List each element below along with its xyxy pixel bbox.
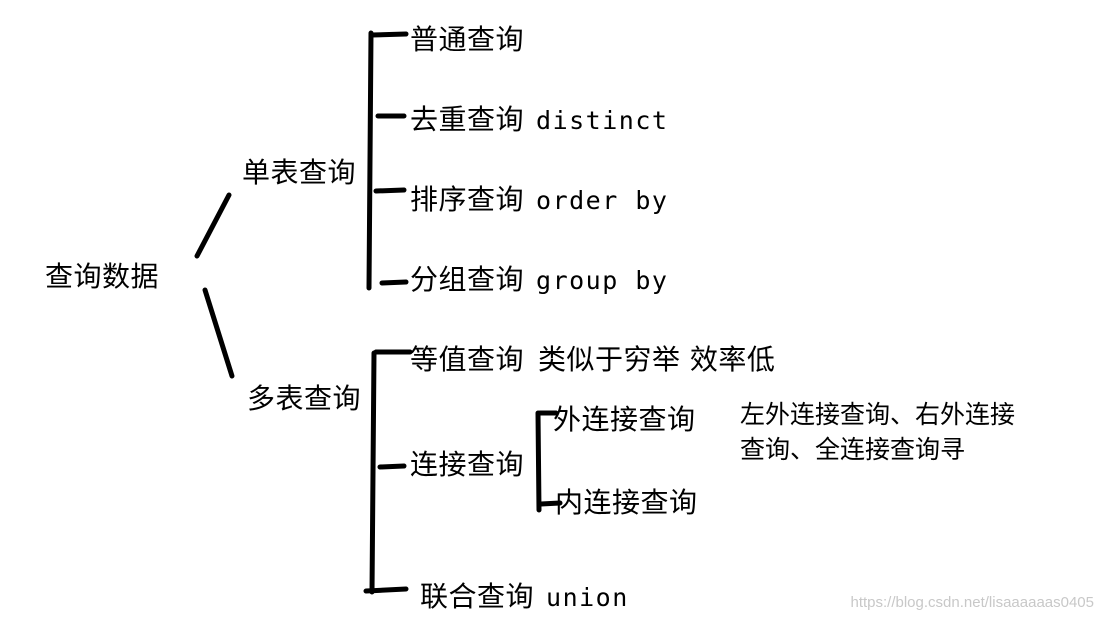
multi-branch-union	[363, 586, 409, 594]
root-to-single-connector	[194, 192, 232, 259]
single-branch-normal	[369, 31, 409, 38]
order-query-label: 排序查询	[410, 183, 525, 216]
outer-join-note: 左外连接查询、右外连接查询、全连接查询寻	[740, 400, 1016, 464]
group-query-label: 分组查询	[410, 263, 525, 296]
single-table-node: 单表查询	[242, 159, 356, 187]
join-bracket	[535, 410, 542, 513]
equal-query-note: 类似于穷举 效率低	[538, 343, 776, 376]
union-query-label: 联合查询	[420, 580, 535, 613]
order-by-keyword: order by	[536, 186, 669, 215]
single-bracket	[366, 30, 374, 291]
single-branch-groupby	[379, 279, 409, 286]
single-branch-orderby	[373, 187, 407, 194]
multi-branch-join	[377, 463, 407, 470]
root-label: 查询数据	[45, 260, 160, 293]
multi-bracket	[369, 350, 377, 595]
join-branch-inner	[538, 500, 563, 507]
equal-query-label: 等值查询	[410, 343, 525, 376]
multi-table-node: 多表查询	[247, 385, 361, 413]
equal-query-node: 等值查询类似于穷举 效率低	[410, 346, 775, 374]
multi-table-label: 多表查询	[247, 382, 362, 415]
root-node: 查询数据	[45, 263, 159, 291]
outer-join-node: 外连接查询	[553, 406, 696, 434]
join-query-node: 连接查询	[410, 451, 524, 479]
distinct-keyword: distinct	[536, 106, 669, 135]
group-query-node: 分组查询 group by	[410, 266, 668, 294]
distinct-query-label: 去重查询	[410, 103, 525, 136]
union-keyword: union	[546, 583, 629, 612]
distinct-query-node: 去重查询 distinct	[410, 106, 668, 134]
outer-join-label: 外连接查询	[553, 403, 696, 436]
normal-query-label: 普通查询	[410, 23, 525, 56]
watermark: https://blog.csdn.net/lisaaaaaas0405	[850, 594, 1094, 611]
root-to-multi-connector	[202, 287, 235, 379]
join-query-label: 连接查询	[410, 448, 525, 481]
single-table-label: 单表查询	[242, 156, 357, 189]
inner-join-label: 内连接查询	[555, 486, 698, 519]
group-by-keyword: group by	[536, 266, 669, 295]
inner-join-node: 内连接查询	[555, 489, 698, 517]
union-query-node: 联合查询 union	[420, 583, 629, 611]
normal-query-node: 普通查询	[410, 26, 524, 54]
order-query-node: 排序查询 order by	[410, 186, 668, 214]
